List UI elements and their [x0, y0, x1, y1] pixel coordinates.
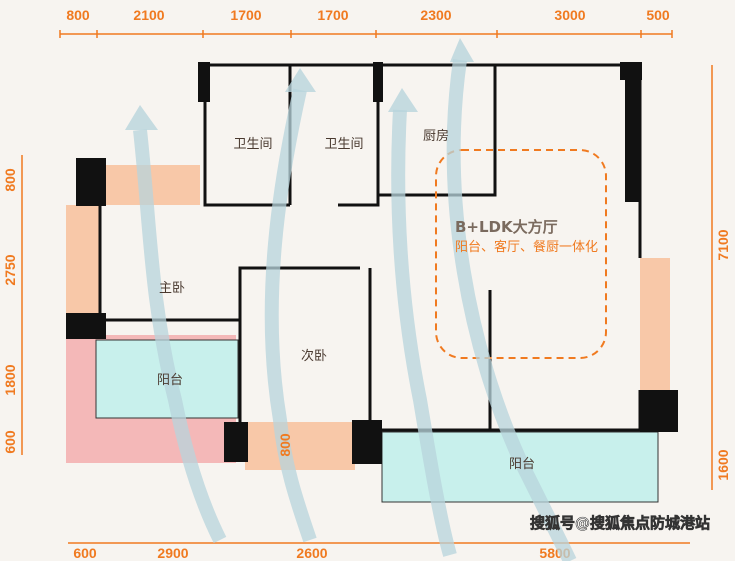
top-dimension-line: [59, 30, 673, 38]
dim-top-7: 500: [646, 7, 670, 23]
dim-top-4: 1700: [317, 7, 348, 23]
room-label-master: 主卧: [159, 281, 185, 296]
bay-window-left: [66, 205, 100, 315]
room-label-bath1: 卫生间: [233, 137, 272, 152]
dim-top-1: 800: [66, 7, 90, 23]
ldk-highlight-zone: [435, 149, 607, 359]
dim-bottom-1: 600: [73, 545, 97, 561]
dim-left-1: 800: [2, 168, 18, 192]
dim-left-4: 600: [2, 430, 18, 454]
ldk-title: B+LDK大方厅: [455, 218, 558, 236]
ldk-subtitle: 阳台、客厅、餐厨一体化: [455, 239, 598, 255]
bay-window-second: [245, 422, 355, 470]
airflow-arrowhead-4: [450, 38, 474, 62]
dim-left-3: 1800: [2, 364, 18, 395]
dim-left-2: 2750: [2, 254, 18, 285]
room-label-kitchen: 厨房: [423, 128, 449, 144]
dim-top-6: 3000: [554, 7, 585, 23]
room-label-balcony-left: 阳台: [157, 373, 183, 388]
airflow-arrowhead-1: [125, 105, 158, 130]
dim-bottom-2: 2900: [157, 545, 188, 561]
bay-window-right: [640, 258, 670, 390]
room-label-balcony-bottom: 阳台: [509, 457, 535, 472]
dim-top-2: 2100: [133, 7, 164, 23]
airflow-arrowhead-3: [388, 88, 418, 112]
dim-right-1: 7100: [715, 229, 731, 260]
room-label-bath2: 卫生间: [324, 137, 363, 152]
dim-right-2: 1600: [715, 449, 731, 480]
dim-top-5: 2300: [420, 7, 451, 23]
dim-inner: 800: [277, 433, 293, 457]
dim-bottom-3: 2600: [296, 545, 327, 561]
airflow-arrows: [133, 59, 577, 561]
room-label-second: 次卧: [301, 348, 327, 364]
watermark: 搜狐号@搜狐焦点防城港站: [530, 514, 710, 532]
airflow-arrowhead-2: [285, 68, 316, 92]
wall-columns: [66, 62, 678, 464]
dim-top-3: 1700: [230, 7, 261, 23]
